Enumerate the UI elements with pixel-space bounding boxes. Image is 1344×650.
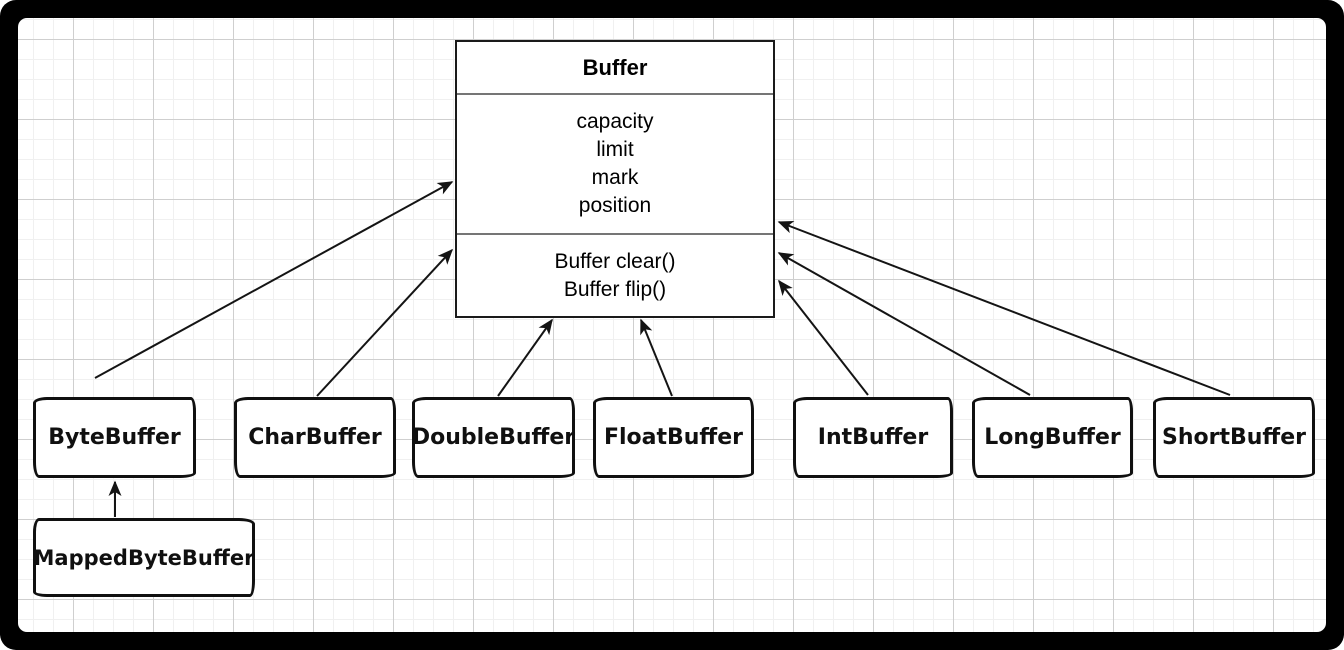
class-intbuffer[interactable]: IntBuffer: [793, 397, 953, 478]
class-charbuffer[interactable]: CharBuffer: [234, 397, 396, 478]
method-clear: Buffer clear(): [554, 249, 676, 273]
arrow-shortbuffer-to-buffer: [777, 220, 1231, 396]
arrow-doublebuffer-to-buffer: [497, 318, 553, 397]
method-flip: Buffer flip(): [563, 277, 667, 301]
attribute-capacity: capacity: [576, 110, 654, 133]
arrow-charbuffer-to-buffer: [316, 248, 454, 397]
class-longbuffer[interactable]: LongBuffer: [972, 397, 1133, 478]
arrow-floatbuffer-to-buffer: [640, 318, 673, 397]
attribute-limit: limit: [596, 138, 634, 161]
class-bytebuffer[interactable]: ByteBuffer: [33, 397, 196, 478]
class-floatbuffer[interactable]: FloatBuffer: [593, 397, 754, 478]
class-buffer-title: Buffer: [582, 54, 648, 80]
arrow-intbuffer-to-buffer: [778, 279, 869, 396]
class-mappedbytebuffer[interactable]: MappedByteBuffer: [33, 518, 255, 597]
class-shortbuffer[interactable]: ShortBuffer: [1153, 397, 1315, 478]
arrow-bytebuffer-to-buffer: [94, 181, 454, 379]
class-buffer-attributes: capacity limit mark position: [457, 93, 773, 233]
arrow-longbuffer-to-buffer: [777, 252, 1031, 396]
attribute-mark: mark: [591, 166, 639, 189]
attribute-position: position: [578, 194, 652, 217]
diagram-canvas: Buffer capacity limit mark position Buff…: [18, 18, 1326, 632]
class-buffer-methods: Buffer clear() Buffer flip(): [457, 233, 773, 316]
inheritance-arrows-layer: [94, 181, 1231, 517]
class-buffer[interactable]: Buffer capacity limit mark position Buff…: [455, 40, 775, 318]
class-doublebuffer[interactable]: DoubleBuffer: [412, 397, 575, 478]
